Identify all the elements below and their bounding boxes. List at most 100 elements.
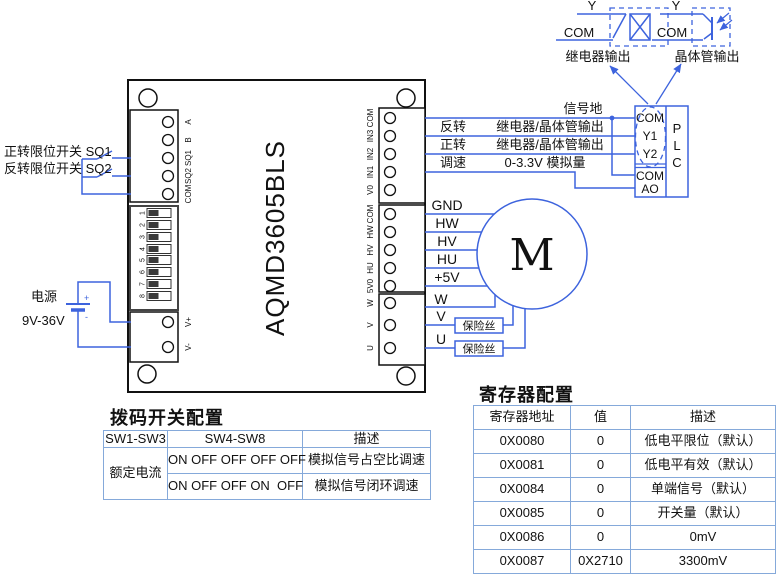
plc-letter-p: P (673, 121, 682, 136)
register-row: 0X0086 0 0mV (473, 525, 776, 550)
terminal-v (383, 318, 397, 332)
limit-switch-wiring (81, 150, 131, 195)
dip-knob (148, 293, 159, 299)
fuse-2: 保险丝 (454, 340, 504, 357)
dip-knob (148, 234, 159, 240)
dip-switch-block: 1 2 3 4 5 6 7 (129, 205, 179, 311)
dip-cell-switch-setting: ON OFF OFF OFF OFF (167, 447, 306, 474)
dip-switch-7: 7 (140, 279, 172, 289)
reg-description: 0mV (630, 525, 776, 550)
forward-type-label: 继电器/晶体管输出 (496, 137, 604, 152)
power-terminal-block: V+ V- (129, 311, 193, 363)
register-row: 0X0087 0X2710 3300mV (473, 549, 776, 574)
relay-coil-cross (629, 13, 651, 41)
mounting-hole (138, 88, 158, 108)
transistor-emitter-leg (703, 32, 713, 40)
reg-header-address: 寄存器地址 (473, 405, 571, 430)
dip-number: 6 (140, 270, 147, 274)
plc-block: COM Y1 Y2 COM AO P L C (634, 105, 689, 198)
terminal-hw (383, 225, 397, 239)
reverse-limit-switch-label: 反转限位开关 SQ2 (4, 161, 112, 176)
terminal-label: SQ1 (184, 149, 193, 166)
power-negative-wire (77, 310, 131, 348)
reg-header-value: 值 (570, 405, 631, 430)
register-table-header-row: 寄存器地址 值 描述 (473, 405, 776, 430)
power-positive-wire (77, 281, 131, 323)
dip-number: 7 (140, 282, 147, 286)
dip-knob (148, 257, 159, 263)
reg-value: 0 (570, 525, 631, 550)
signal-ground-label: 信号地 (563, 101, 602, 116)
register-config-table: 寄存器地址 值 描述 0X0080 0 低电平限位（默认） 0X0081 0 低… (473, 405, 776, 574)
terminal-w (383, 296, 397, 310)
reverse-label: 反转 (440, 119, 466, 134)
u-phase-wire (425, 304, 526, 349)
dip-header-sw4-sw8: SW4-SW8 (167, 430, 303, 448)
reg-address: 0X0085 (473, 501, 571, 526)
dip-knob (148, 269, 159, 275)
reg-description: 低电平限位（默认） (630, 429, 776, 454)
speed-wire (425, 171, 637, 189)
plc-letter-l: L (673, 138, 680, 153)
fuse-label: 保险丝 (463, 319, 496, 333)
dip-switch-8: 8 (140, 291, 172, 301)
dip-cell-description: 模拟信号闭环调速 (302, 473, 431, 500)
transistor-dashed-box (691, 7, 731, 47)
transistor-output-symbol: Y COM 晶体管输出 (652, 0, 740, 64)
signal-ground-branch-wire (611, 118, 637, 176)
dip-header-sw1-sw3: SW1-SW3 (103, 430, 168, 448)
power-label: 电源 (31, 289, 57, 304)
terminal-sq2 (161, 169, 175, 183)
dip-number: 2 (140, 223, 147, 227)
relay-coil-box (629, 13, 651, 41)
terminal-sq1 (161, 151, 175, 165)
plc-com1-label: COM (636, 111, 664, 125)
fuse-label: 保险丝 (463, 342, 496, 356)
dip-body (146, 208, 172, 218)
reg-address: 0X0084 (473, 477, 571, 502)
hall-terminal-block: COM HW HV HU 5V0 (366, 204, 426, 293)
reg-value: 0X2710 (570, 549, 631, 574)
transistor-y-label: Y (672, 0, 681, 13)
transistor-collector-leg (702, 13, 713, 24)
terminal-u (383, 341, 397, 355)
battery-plus-sign: + (84, 293, 89, 303)
terminal-label: IN2 (366, 147, 375, 160)
sq2-switch-wire (82, 168, 131, 178)
dip-cell-description: 模拟信号占空比调速 (302, 447, 431, 474)
terminal-in3 (383, 129, 397, 143)
dip-knob (148, 222, 159, 228)
plc-y2-label: Y2 (643, 147, 658, 161)
phase-terminal-block: W V U (366, 293, 426, 366)
fuse-box (454, 317, 504, 334)
dip-switch-2: 2 (140, 220, 172, 230)
terminal-label: IN1 (366, 165, 375, 178)
arrow-to-relay-symbol (609, 65, 649, 105)
hv-label: HV (437, 233, 457, 249)
power-range-label: 9V-36V (22, 313, 65, 328)
terminal-com (383, 111, 397, 125)
terminal-vplus (161, 315, 175, 329)
board-model-label: AQMD3605BLS (260, 140, 290, 336)
terminal-label: V+ (184, 317, 193, 327)
forward-limit-switch-label: 正转限位开关 SQ1 (4, 144, 112, 159)
opto-arrow-2 (719, 19, 733, 31)
dip-config-table: SW1-SW3 SW4-SW8 描述 额定电流 ON OFF OFF OFF O… (103, 430, 431, 500)
sq1-switch-wire (82, 150, 131, 160)
terminal-label: COM (184, 184, 193, 203)
relay-com-label: COM (564, 25, 594, 40)
terminal-b (161, 133, 175, 147)
dip-table-header-row: SW1-SW3 SW4-SW8 描述 (103, 430, 431, 448)
dip-number: 1 (140, 211, 147, 215)
dip-body (146, 232, 172, 242)
left-input-terminal-block: A B SQ1 SQ2 COM (129, 109, 193, 203)
terminal-label: A (184, 119, 193, 125)
register-row: 0X0081 0 低电平有效（默认） (473, 453, 776, 478)
reg-value: 0 (570, 429, 631, 454)
terminal-label: HU (366, 262, 375, 274)
dip-body (146, 255, 172, 265)
reg-description: 开关量（默认） (630, 501, 776, 526)
gnd-label: GND (431, 197, 462, 213)
